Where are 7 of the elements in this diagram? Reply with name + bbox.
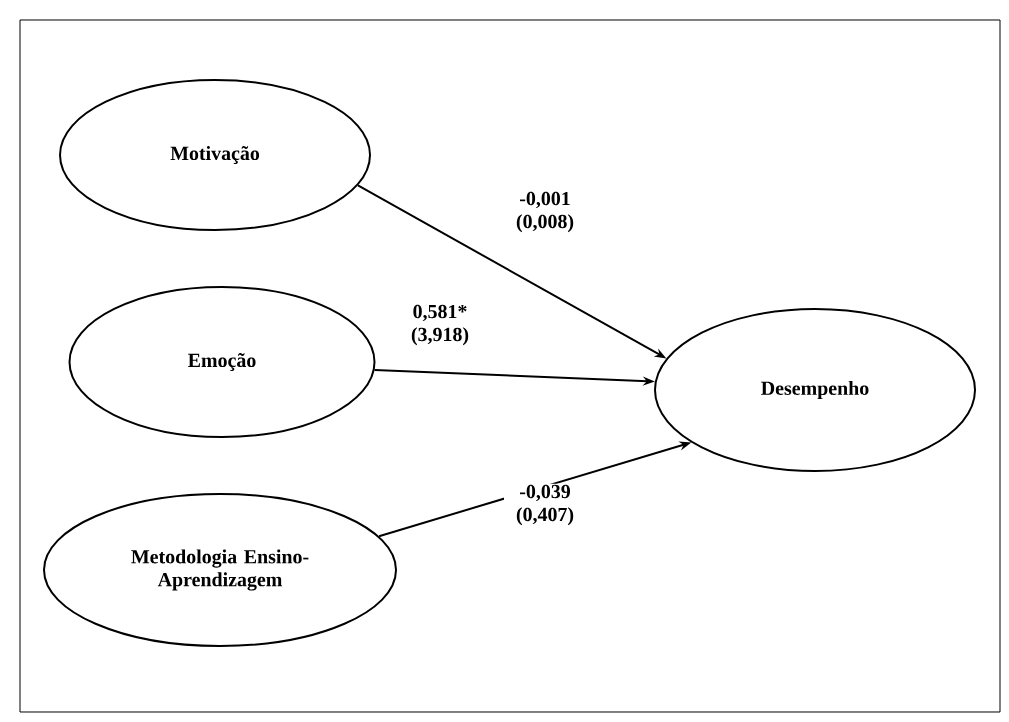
ellipse-node: Motivação: [59, 79, 371, 231]
ellipse-node: Metodologia Ensino-Aprendizagem: [43, 493, 397, 647]
edge-label: -0,039 (0,407): [504, 483, 586, 527]
ellipse-node: Desempenho: [654, 308, 976, 472]
edge-label: -0,001 (0,008): [504, 190, 586, 234]
ellipse-node: Emoção: [68, 286, 376, 438]
edge-label: 0,581* (3,918): [399, 303, 481, 347]
